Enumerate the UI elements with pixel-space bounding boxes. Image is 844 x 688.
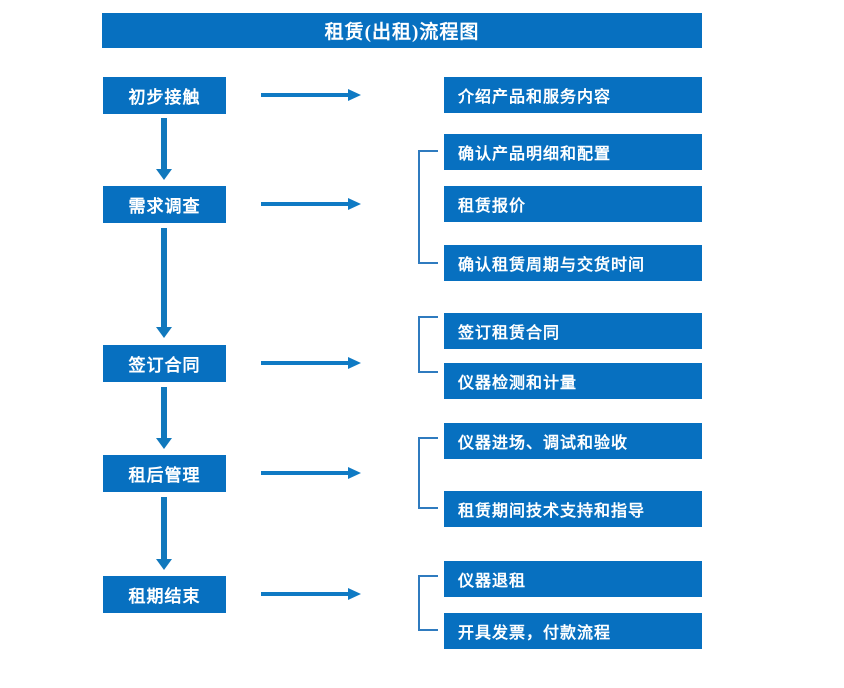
detail-box-2-1[interactable]: 确认产品明细和配置: [444, 134, 702, 170]
stage-box-5[interactable]: 租期结束: [103, 576, 226, 613]
vertical-arrow-icon-1: [156, 118, 172, 180]
stage-box-1[interactable]: 初步接触: [103, 77, 226, 114]
detail-box-3-1[interactable]: 签订租赁合同: [444, 313, 702, 349]
detail-box-5-1[interactable]: 仪器退租: [444, 561, 702, 597]
stage-box-2[interactable]: 需求调查: [103, 186, 226, 223]
detail-box-4-1[interactable]: 仪器进场、调试和验收: [444, 423, 702, 459]
horizontal-arrow-icon-4: [261, 466, 361, 480]
detail-box-2-3[interactable]: 确认租赁周期与交货时间: [444, 245, 702, 281]
detail-box-3-2[interactable]: 仪器检测和计量: [444, 363, 702, 399]
group-bracket-5: [418, 575, 438, 631]
detail-box-2-2[interactable]: 租赁报价: [444, 186, 702, 222]
stage-box-4[interactable]: 租后管理: [103, 455, 226, 492]
group-bracket-2: [418, 150, 438, 264]
horizontal-arrow-icon-1: [261, 88, 361, 102]
vertical-arrow-icon-4: [156, 497, 172, 570]
vertical-arrow-icon-2: [156, 228, 172, 338]
detail-box-5-2[interactable]: 开具发票，付款流程: [444, 613, 702, 649]
group-bracket-4: [418, 437, 438, 509]
horizontal-arrow-icon-3: [261, 356, 361, 370]
horizontal-arrow-icon-2: [261, 197, 361, 211]
vertical-arrow-icon-3: [156, 387, 172, 449]
stage-box-3[interactable]: 签订合同: [103, 345, 226, 382]
detail-box-1-1[interactable]: 介绍产品和服务内容: [444, 77, 702, 113]
page-title: 租赁(出租)流程图: [102, 13, 702, 48]
group-bracket-3: [418, 316, 438, 373]
horizontal-arrow-icon-5: [261, 587, 361, 601]
detail-box-4-2[interactable]: 租赁期间技术支持和指导: [444, 491, 702, 527]
